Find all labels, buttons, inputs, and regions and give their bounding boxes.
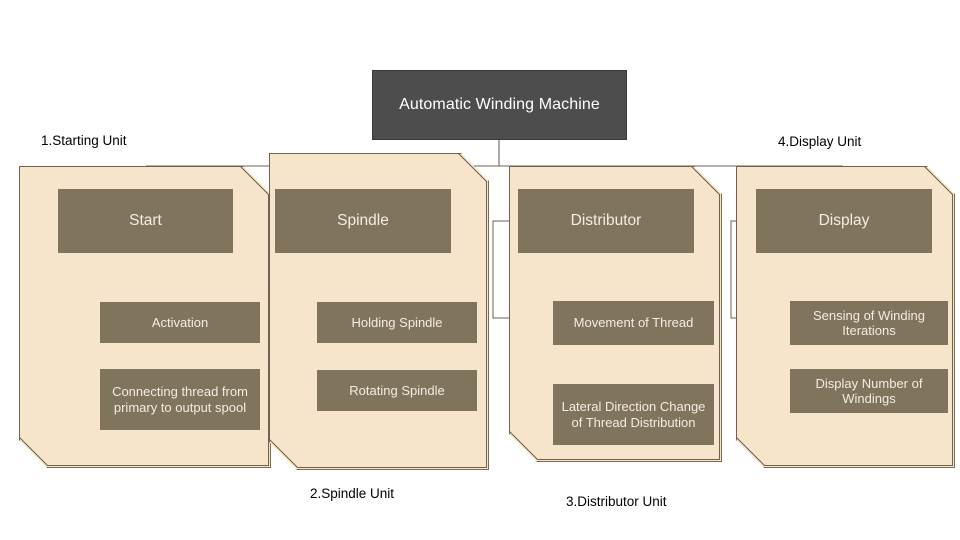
unit-leaf-box-3-1[interactable]: Movement of Thread (553, 301, 714, 345)
unit-head-box-1[interactable]: Start (58, 189, 233, 253)
unit-leaf-label-1-1: Activation (151, 314, 209, 330)
unit-leaf-box-2-2[interactable]: Rotating Spindle (317, 370, 477, 411)
unit-head-label-4: Display (818, 211, 870, 229)
unit-head-label-3: Distributor (570, 211, 642, 229)
unit-outline-2 (269, 153, 487, 468)
unit-outline-1 (19, 166, 269, 466)
unit-leaf-label-4-2: Display Number of Windings (815, 375, 923, 406)
unit-leaf-label-3-1: Movement of Thread (573, 315, 694, 331)
unit-caption-3: 3.Distributor Unit (566, 494, 667, 509)
root-node-label: Automatic Winding Machine (399, 96, 600, 114)
unit-leaf-label-2-2: Rotating Spindle (349, 382, 445, 398)
unit-caption-1: 1.Starting Unit (41, 133, 127, 148)
unit-leaf-box-4-1[interactable]: Sensing of Winding Iterations (790, 301, 948, 345)
unit-caption-2: 2.Spindle Unit (310, 486, 395, 501)
unit-head-label-2: Spindle (337, 211, 389, 229)
unit-head-label-1: Start (129, 211, 162, 229)
unit-leaf-label-1-2: Connecting thread from primary to output… (112, 384, 248, 415)
unit-outline-3 (509, 166, 720, 460)
unit-leaf-label-3-2: Lateral Direction Change of Thread Distr… (561, 399, 706, 430)
unit-leaf-box-3-2[interactable]: Lateral Direction Change of Thread Distr… (553, 384, 714, 445)
unit-head-box-4[interactable]: Display (756, 189, 932, 253)
unit-caption-4: 4.Display Unit (778, 134, 862, 149)
unit-leaf-box-4-2[interactable]: Display Number of Windings (790, 369, 948, 413)
unit-head-box-2[interactable]: Spindle (275, 189, 451, 253)
unit-leaf-box-2-1[interactable]: Holding Spindle (317, 302, 477, 343)
unit-head-box-3[interactable]: Distributor (518, 189, 694, 253)
unit-leaf-box-1-2[interactable]: Connecting thread from primary to output… (100, 369, 260, 430)
unit-leaf-box-1-1[interactable]: Activation (100, 302, 260, 343)
unit-leaf-label-4-1: Sensing of Winding Iterations (812, 307, 925, 338)
root-node[interactable]: Automatic Winding Machine (372, 70, 627, 140)
unit-leaf-label-2-1: Holding Spindle (351, 314, 443, 330)
unit-outline-4 (736, 166, 953, 466)
